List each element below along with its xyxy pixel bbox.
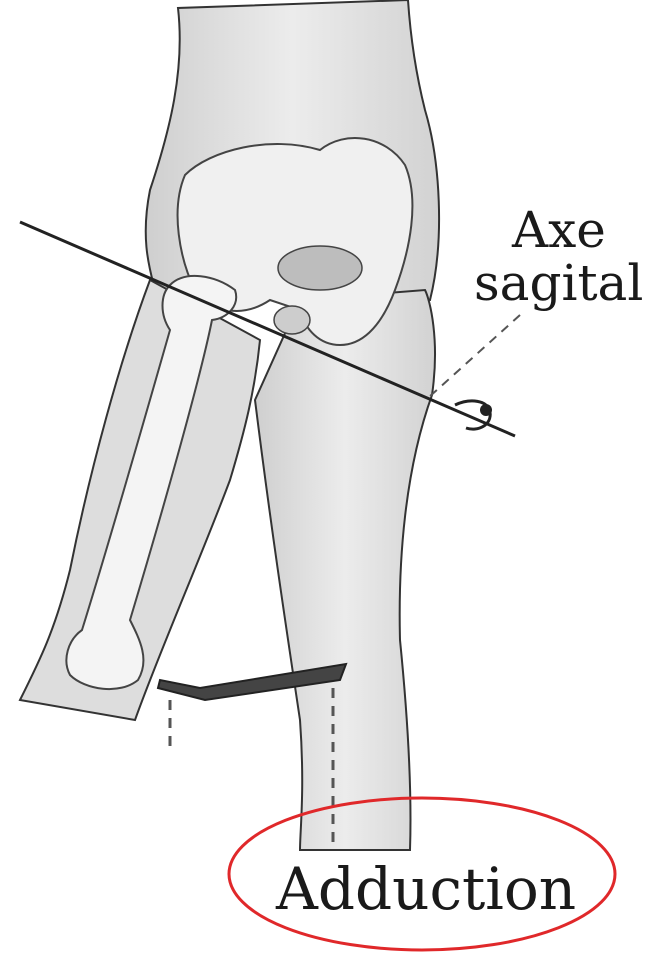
obturator-foramen-right bbox=[278, 246, 362, 290]
standing-leg bbox=[255, 290, 435, 850]
axis-label-line2: sagital bbox=[474, 258, 643, 308]
movement-label: Adduction bbox=[276, 860, 576, 918]
obturator-foramen-left bbox=[274, 306, 310, 334]
axis-label-leader bbox=[428, 315, 520, 398]
axis-label-line1: Axe bbox=[512, 205, 606, 255]
